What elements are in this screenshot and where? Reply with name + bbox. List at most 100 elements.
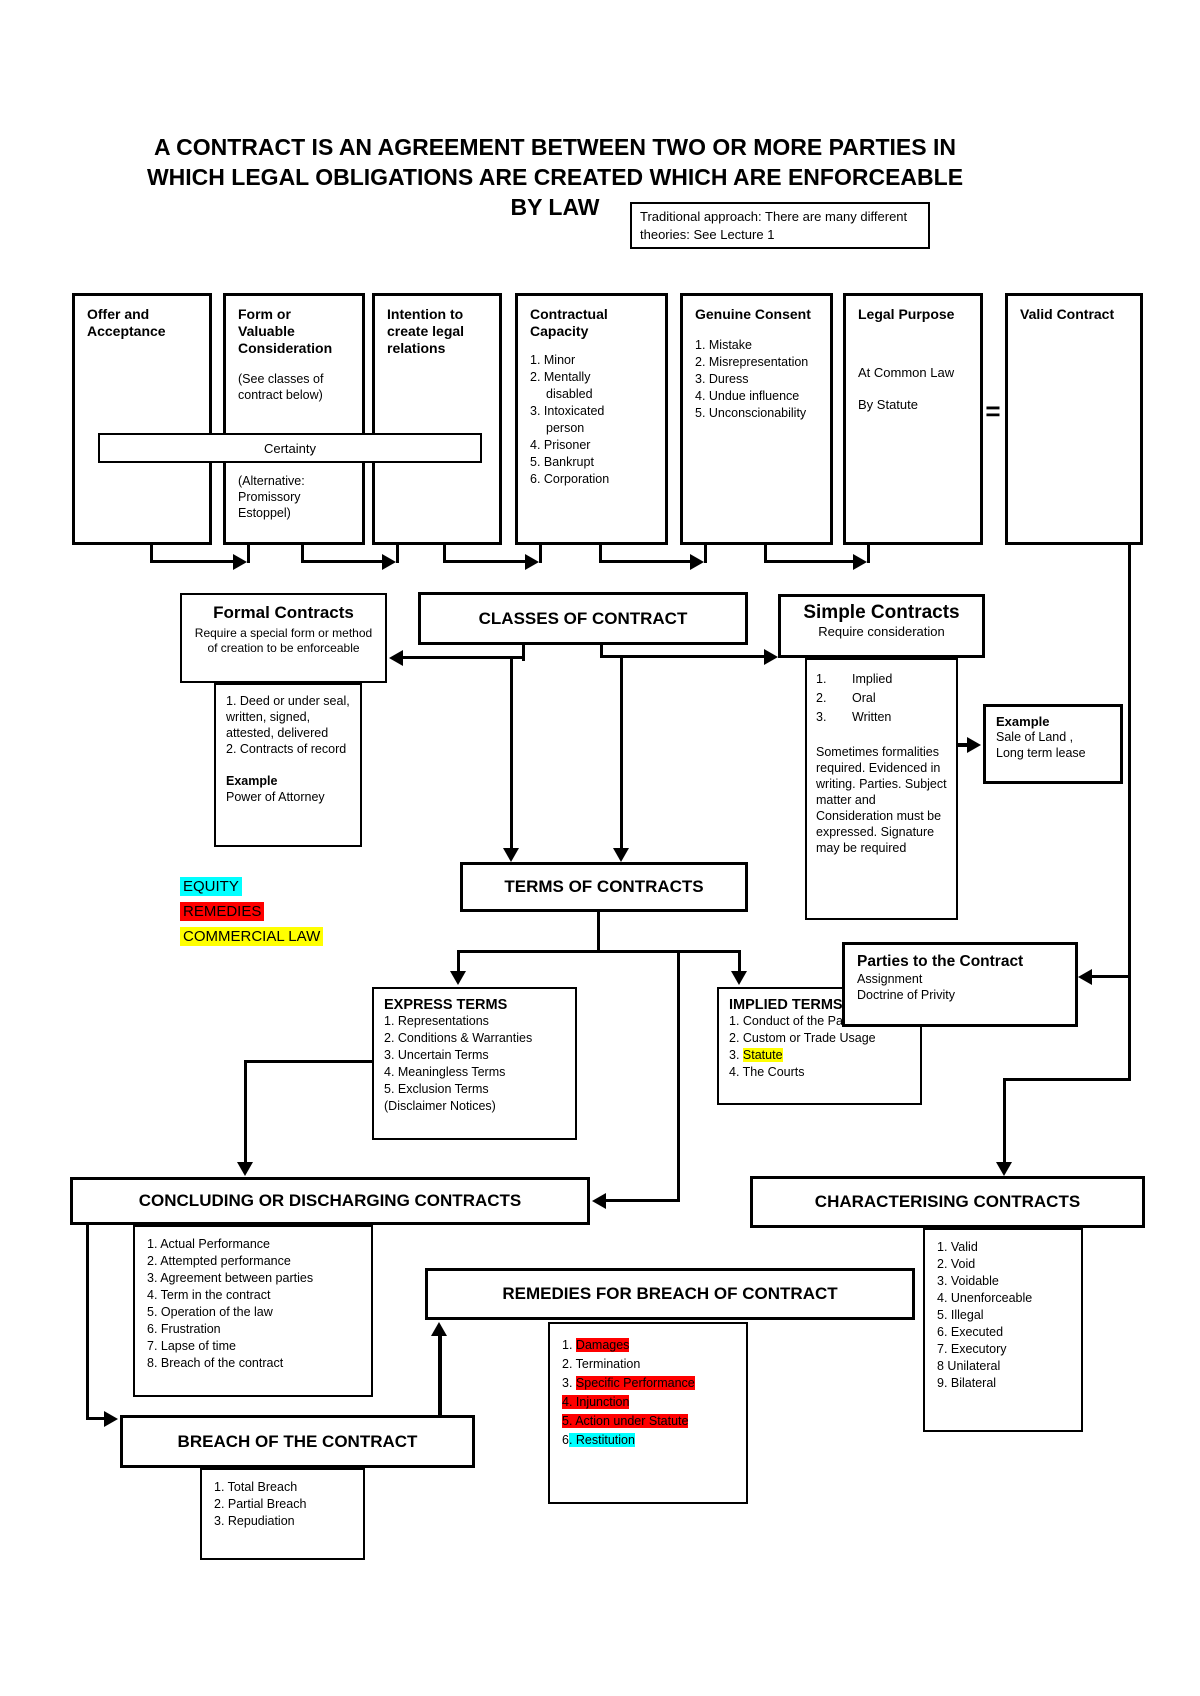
simple-contracts-title: Simple Contracts — [803, 602, 960, 623]
contractual-capacity-title: Contractual Capacity — [530, 306, 608, 339]
form-note-2: (Alternative: Promissory Estoppel) — [238, 474, 305, 520]
capacity-item: 6. Corporation — [530, 472, 610, 486]
concluding-item: 5. Operation of the law — [147, 1305, 273, 1319]
characterising-item: 7. Executory — [937, 1342, 1007, 1356]
characterising-item: 6. Executed — [937, 1325, 1004, 1339]
arrowhead-down — [450, 971, 466, 985]
capacity-item: 1. Minor — [530, 353, 576, 367]
characterising-item: 4. Unenforceable — [937, 1291, 1033, 1305]
arrowhead-right — [233, 554, 247, 570]
express-terms-box: EXPRESS TERMS 1. Representations 2. Cond… — [372, 987, 577, 1140]
concluding-detail-box: 1. Actual Performance 2. Attempted perfo… — [133, 1225, 373, 1397]
connector-line — [867, 545, 870, 563]
remedies-detail-box: 1. Damages 2. Termination 3. Specific Pe… — [548, 1322, 748, 1504]
arrowhead-right — [382, 554, 396, 570]
offer-acceptance-box: Offer and Acceptance — [72, 293, 212, 545]
classes-of-contract-header: CLASSES OF CONTRACT — [418, 592, 748, 645]
remedy-action-statute-highlight: 5. Action under Statute — [562, 1414, 689, 1428]
consent-item: 5. Unconscionability — [695, 406, 807, 420]
legal-purpose-box: Legal Purpose At Common Law By Statute — [843, 293, 983, 545]
equals-sign: = — [985, 396, 1001, 426]
remedy-termination: 2. Termination — [562, 1357, 641, 1371]
connector-line — [457, 950, 741, 953]
formal-example-label: Example — [226, 774, 278, 788]
connector-line — [301, 545, 304, 563]
simple-item-num: 1. — [816, 672, 827, 686]
arrowhead-down — [237, 1162, 253, 1176]
implied-item-num: 3. — [729, 1048, 740, 1062]
concluding-item: 3. Agreement between parties — [147, 1271, 314, 1285]
simple-item: Written — [852, 710, 892, 724]
consent-item: 2. Misrepresentation — [695, 355, 809, 369]
parties-privity: Doctrine of Privity — [857, 988, 955, 1002]
arrowhead-down — [996, 1162, 1012, 1176]
remedies-header: REMEDIES FOR BREACH OF CONTRACT — [425, 1268, 915, 1320]
simple-contracts-subtitle: Require consideration — [818, 624, 945, 639]
connector-line — [244, 1060, 247, 1163]
connector-line — [597, 912, 600, 953]
remedy-action-statute: 5. Action under Statute — [562, 1412, 734, 1431]
connector-line — [247, 545, 250, 563]
arrowhead-right — [967, 737, 981, 753]
remedy-restitution: 6. Restitution — [562, 1431, 734, 1450]
legal-purpose-common-law: At Common Law — [858, 365, 955, 380]
simple-item-num: 2. — [816, 691, 827, 705]
characterising-item: 1. Valid — [937, 1240, 978, 1254]
connector-line — [443, 545, 446, 563]
certainty-bar: Certainty — [98, 433, 482, 463]
form-note-1: (See classes of contract below) — [238, 372, 324, 402]
capacity-item: 5. Bankrupt — [530, 455, 594, 469]
connector-line — [438, 1336, 442, 1415]
formal-contracts-subtitle: Require a special form or method of crea… — [194, 626, 373, 655]
connector-line — [539, 545, 542, 563]
characterising-item: 5. Illegal — [937, 1308, 984, 1322]
remedy-num: 3. — [562, 1376, 573, 1390]
connector-line — [396, 545, 399, 563]
connector-line — [510, 656, 513, 849]
characterising-item: 3. Voidable — [937, 1274, 999, 1288]
arrowhead-down — [503, 848, 519, 862]
capacity-item: 4. Prisoner — [530, 438, 591, 452]
characterising-item: 9. Bilateral — [937, 1376, 997, 1390]
characterising-header: CHARACTERISING CONTRACTS — [750, 1176, 1145, 1228]
breach-header: BREACH OF THE CONTRACT — [120, 1415, 475, 1468]
express-item: 4. Meaningless Terms — [384, 1065, 506, 1079]
equity-label: EQUITY — [180, 877, 242, 896]
connector-line — [150, 560, 233, 563]
page-title: A CONTRACT IS AN AGREEMENT BETWEEN TWO O… — [145, 132, 965, 222]
valid-contract-title: Valid Contract — [1020, 306, 1115, 322]
commercial-law-label: COMMERCIAL LAW — [180, 927, 324, 946]
characterising-detail-box: 1. Valid 2. Void 3. Voidable 4. Unenforc… — [923, 1228, 1083, 1432]
connector-line — [522, 645, 525, 661]
capacity-item: 2. Mentally disabled — [530, 370, 593, 401]
arrowhead-right — [525, 554, 539, 570]
express-item: 1. Representations — [384, 1014, 489, 1028]
arrowhead-right — [690, 554, 704, 570]
consent-item: 3. Duress — [695, 372, 749, 386]
title-line-1: A CONTRACT IS AN AGREEMENT BETWEEN TWO O… — [153, 134, 956, 160]
genuine-consent-box: Genuine Consent 1. Mistake 2. Misreprese… — [680, 293, 833, 545]
connector-line — [600, 645, 603, 658]
parties-to-contract-box: Parties to the Contract Assignment Doctr… — [842, 942, 1078, 1027]
connector-line — [86, 1417, 105, 1420]
implied-item: 2. Custom or Trade Usage — [729, 1031, 876, 1045]
concluding-item: 4. Term in the contract — [147, 1288, 271, 1302]
intention-title: Intention to create legal relations — [387, 306, 465, 356]
characterising-item: 8 Unilateral — [937, 1359, 1001, 1373]
concluding-item: 8. Breach of the contract — [147, 1356, 284, 1370]
connector-line — [600, 655, 764, 658]
simple-contracts-detail-box: 1.Implied 2.Oral 3.Written Sometimes for… — [805, 658, 958, 920]
breach-item: 2. Partial Breach — [214, 1497, 307, 1511]
remedy-damages: 1. Damages — [562, 1336, 734, 1355]
implied-item: 4. The Courts — [729, 1065, 805, 1079]
implied-item-statute: 3. Statute — [729, 1047, 910, 1064]
arrowhead-right — [104, 1411, 118, 1427]
simple-example-line2: Long term lease — [996, 746, 1086, 760]
formal-contracts-detail-box: 1. Deed or under seal, written, signed, … — [214, 683, 362, 847]
connector-line — [1003, 1078, 1006, 1163]
arrowhead-left — [1078, 969, 1092, 985]
implied-statute-highlight: Statute — [742, 1048, 783, 1062]
breach-item: 1. Total Breach — [214, 1480, 298, 1494]
capacity-item: 3. Intoxicated person — [530, 404, 605, 435]
